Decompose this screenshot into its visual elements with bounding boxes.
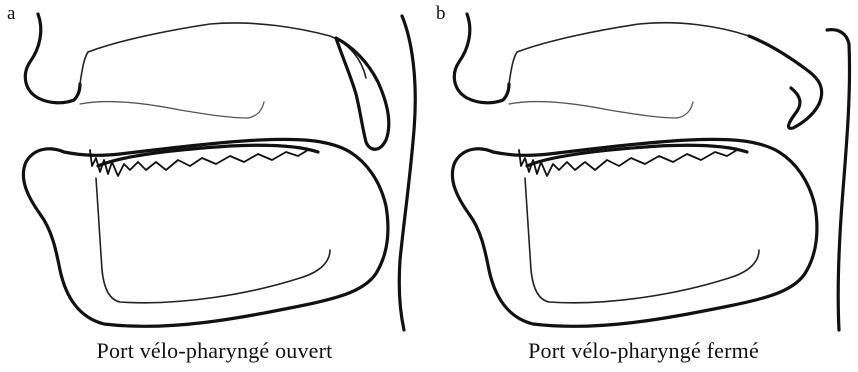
panel-a: a Port vélo-pharyngé ouvert — [0, 0, 429, 372]
upper-lip-outline — [454, 14, 509, 103]
vocal-tract-diagram-closed — [429, 0, 858, 340]
hard-palate-line — [80, 102, 264, 118]
velum-closed — [749, 36, 822, 128]
panel-b: b Port vélo-pharyngé fermé — [429, 0, 858, 372]
inner-jaw-line — [96, 178, 330, 303]
hard-palate-line — [509, 102, 693, 118]
caption-closed: Port vélo-pharyngé fermé — [429, 340, 858, 362]
upper-palate-outline — [509, 23, 749, 84]
upper-lip-outline — [25, 14, 80, 103]
caption-open: Port vélo-pharyngé ouvert — [0, 340, 429, 362]
inner-jaw-line — [525, 178, 759, 303]
tongue-surface — [527, 145, 747, 166]
velum-open — [336, 38, 389, 149]
upper-palate-outline — [80, 23, 366, 84]
pharyngeal-wall — [827, 30, 850, 330]
tongue-surface — [98, 145, 318, 166]
pharyngeal-wall — [399, 16, 415, 330]
vocal-tract-diagram-open — [0, 0, 429, 340]
